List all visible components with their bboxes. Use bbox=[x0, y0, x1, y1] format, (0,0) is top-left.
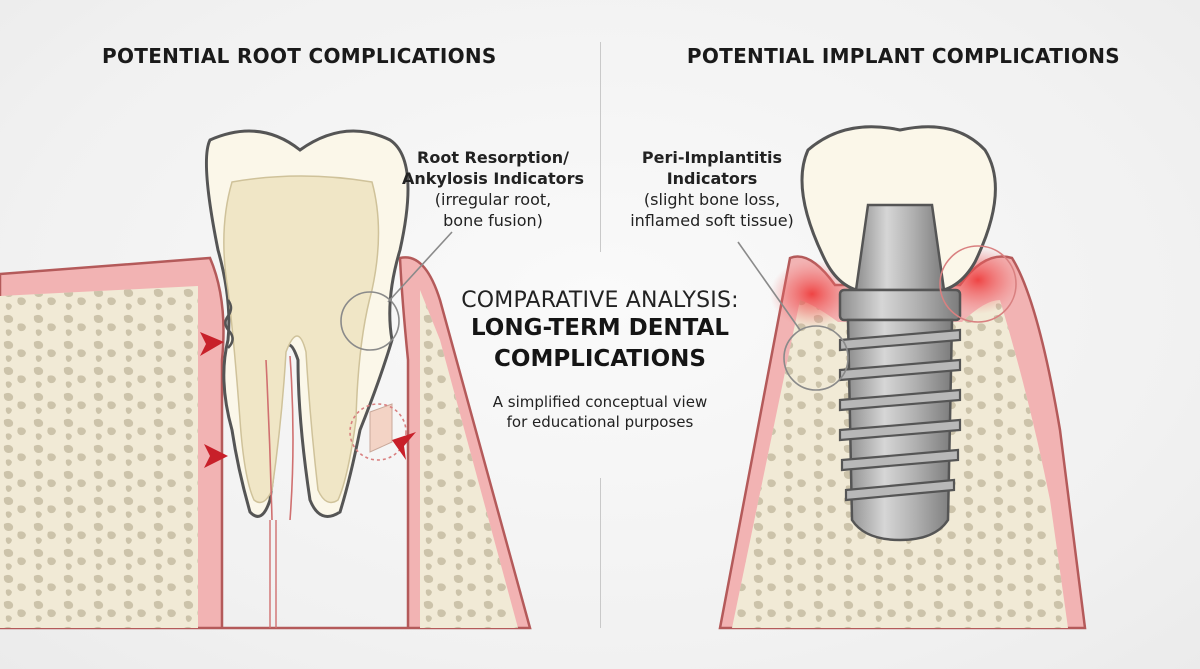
center-title: COMPARATIVE ANALYSIS: LONG-TERM DENTAL C… bbox=[440, 288, 760, 375]
root-complication-callout: Root Resorption/ Ankylosis Indicators (i… bbox=[398, 147, 588, 231]
root-callout-detail-line1: (irregular root, bbox=[434, 190, 552, 209]
red-arrowhead-icon-2 bbox=[204, 444, 228, 468]
irregular-root-surface bbox=[224, 299, 234, 349]
center-caption-line2: for educational purposes bbox=[506, 413, 694, 431]
bone-fusion-zone bbox=[369, 403, 393, 453]
implant-callout-detail-line2: inflamed soft tissue) bbox=[630, 211, 794, 230]
left-bone-texture bbox=[0, 286, 518, 628]
soft-tissue-highlight-icon bbox=[939, 245, 1017, 323]
panel-divider-top bbox=[600, 42, 601, 252]
implant-callout-detail-line1: (slight bone loss, bbox=[643, 190, 781, 209]
natural-tooth-diagram bbox=[0, 129, 532, 630]
inflammation-glow-left bbox=[770, 260, 854, 328]
ankylosis-magnifier-icon bbox=[340, 291, 400, 351]
implant-callout-leader bbox=[737, 241, 801, 331]
center-title-line3: COMPLICATIONS bbox=[494, 346, 706, 372]
implant-abutment bbox=[854, 203, 946, 292]
resorption-circle-icon bbox=[349, 403, 407, 461]
implant-callout-title-line2: Indicators bbox=[666, 169, 758, 188]
red-arrowhead-icon-1 bbox=[200, 332, 224, 356]
red-arrowhead-icon-3 bbox=[392, 432, 416, 460]
root-callout-leader bbox=[387, 231, 453, 303]
center-caption-line1: A simplified conceptual view bbox=[492, 393, 708, 411]
panel-divider-bottom bbox=[600, 478, 601, 628]
left-panel-heading: POTENTIAL ROOT COMPLICATIONS bbox=[102, 44, 497, 68]
implant-threads bbox=[838, 328, 962, 502]
implant-diagram bbox=[718, 125, 1087, 630]
nerve-line bbox=[269, 520, 277, 628]
implant-callout-title-line1: Peri-Implantitis bbox=[641, 148, 783, 167]
root-callout-title-line2: Ankylosis Indicators bbox=[401, 169, 585, 188]
root-callout-title-line1: Root Resorption/ bbox=[417, 148, 569, 167]
tooth-dentin bbox=[223, 175, 380, 504]
center-title-line1: COMPARATIVE ANALYSIS: bbox=[461, 288, 739, 313]
right-panel-heading: POTENTIAL IMPLANT COMPLICATIONS bbox=[686, 44, 1120, 68]
root-callout-detail-line2: bone fusion) bbox=[443, 211, 543, 230]
center-title-line2: LONG-TERM DENTAL bbox=[470, 315, 730, 341]
root-canal bbox=[265, 355, 294, 521]
center-caption: A simplified conceptual view for educati… bbox=[460, 392, 740, 432]
bone-loss-magnifier-icon bbox=[783, 325, 849, 391]
implant-complication-callout: Peri-Implantitis Indicators (slight bone… bbox=[612, 147, 812, 231]
